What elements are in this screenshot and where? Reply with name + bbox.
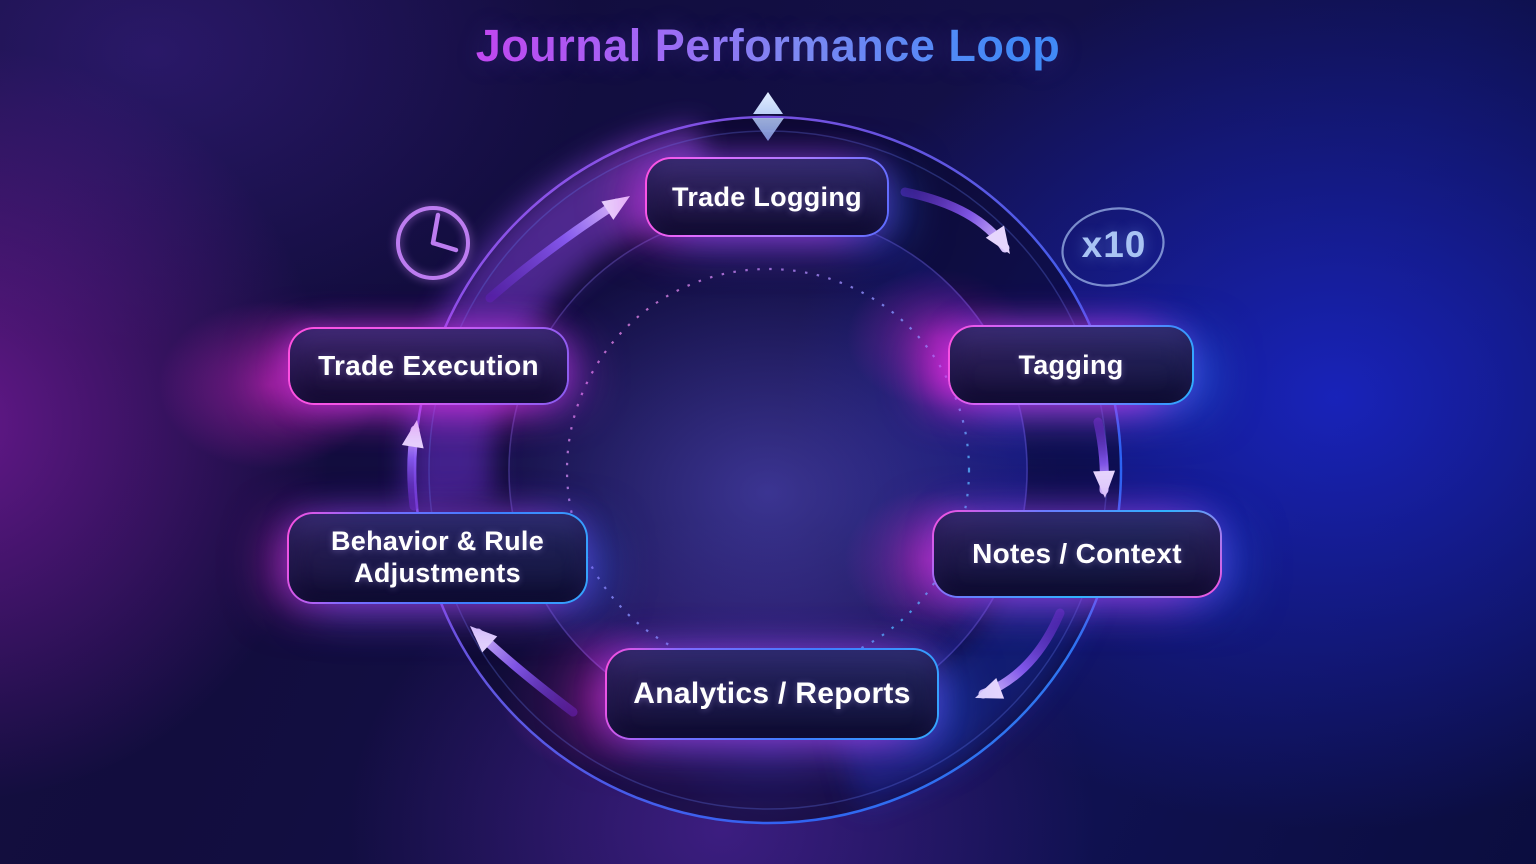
up-down-triangles-icon (752, 92, 784, 141)
node-analytics-reports: Analytics / Reports (605, 648, 939, 740)
arrow-tagging-to-notes-context (1093, 417, 1116, 498)
node-tagging: Tagging (948, 325, 1194, 405)
node-label: Behavior & Rule Adjustments (330, 526, 545, 588)
clock-icon (394, 204, 472, 282)
node-label: Notes / Context (972, 538, 1182, 569)
node-label: Analytics / Reports (633, 677, 911, 710)
node-notes-context: Notes / Context (932, 510, 1222, 598)
node-behavior-rule-adjustments: Behavior & Rule Adjustments (287, 512, 588, 604)
node-label: Tagging (1018, 349, 1124, 380)
dotted-inner-circle (565, 267, 971, 673)
multiplier-badge: x10 (1081, 224, 1147, 265)
arrow-behavior-rule-to-trade-execution (401, 420, 424, 511)
arrow-trade-execution-to-trade-logging (485, 196, 630, 303)
multiplier-badge-oval (1061, 207, 1165, 287)
node-label: Trade Logging (672, 181, 862, 212)
arrow-analytics-reports-to-behavior-rule (470, 626, 578, 717)
arrow-trade-logging-to-tagging (900, 187, 1010, 254)
node-trade-execution: Trade Execution (288, 327, 569, 405)
title-wrap: Journal Performance Loop (0, 20, 1536, 72)
node-trade-logging: Trade Logging (645, 157, 889, 237)
page-title: Journal Performance Loop (475, 20, 1061, 71)
ring-blue-highlight-arc (835, 559, 1097, 808)
node-label: Trade Execution (318, 350, 539, 381)
arrow-notes-context-to-analytics-reports (975, 608, 1065, 699)
